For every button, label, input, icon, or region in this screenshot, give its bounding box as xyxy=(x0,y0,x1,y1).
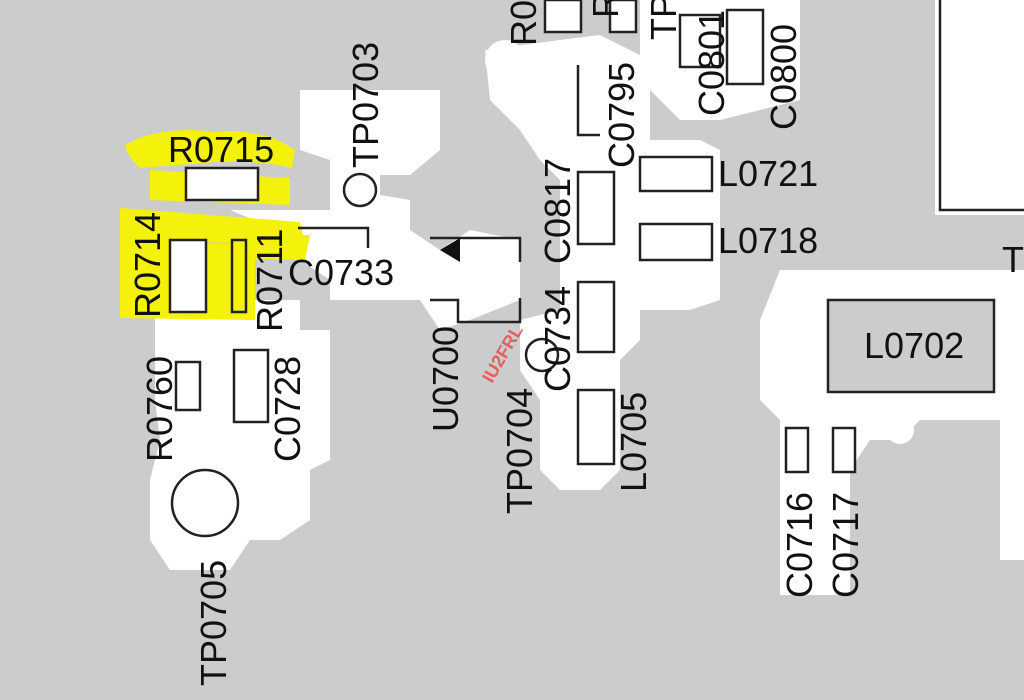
label-l0721: L0721 xyxy=(718,153,818,194)
component-labels: R0715 R0714 R0711 C0733 TP0703 R0760 C07… xyxy=(127,0,1024,686)
l0718-part xyxy=(638,222,714,262)
label-c0734: C0734 xyxy=(537,286,578,392)
r0715-part xyxy=(184,166,260,202)
tp0705-part xyxy=(170,468,240,538)
c0717-part xyxy=(831,426,857,474)
label-l0705: L0705 xyxy=(613,392,654,492)
c0817-part xyxy=(576,170,616,246)
label-c0717: C0717 xyxy=(825,492,866,598)
u0700-pin1-marker xyxy=(440,238,460,262)
label-t-right: T xyxy=(1002,239,1024,280)
label-r0715: R0715 xyxy=(168,129,274,170)
r-top2-part xyxy=(608,0,638,34)
label-c0728: C0728 xyxy=(267,356,308,462)
c0800-part xyxy=(725,8,765,86)
r-top-part xyxy=(543,0,583,34)
label-c0795: C0795 xyxy=(601,62,642,168)
c0716-part xyxy=(784,426,810,474)
tp0704-part xyxy=(524,337,560,373)
tp0703-part xyxy=(342,172,378,208)
label-r0760: R0760 xyxy=(139,356,180,462)
label-l0702: L0702 xyxy=(864,325,964,366)
label-tp-top: TP xyxy=(643,0,684,40)
c0733-part xyxy=(298,226,370,248)
r0714-part xyxy=(168,238,208,314)
label-r0714: R0714 xyxy=(127,212,168,318)
c0734-part xyxy=(576,280,616,354)
l0702-part xyxy=(826,298,996,394)
r0711-part xyxy=(230,238,248,314)
label-c0801: C0801 xyxy=(691,10,732,116)
c0728-part xyxy=(232,348,270,424)
label-tp0705: TP0705 xyxy=(193,560,234,686)
label-tp0704: TP0704 xyxy=(499,388,540,514)
label-c0716: C0716 xyxy=(779,492,820,598)
label-c0817: C0817 xyxy=(537,158,578,264)
c0795-part xyxy=(576,65,600,137)
label-u0700: U0700 xyxy=(425,326,466,432)
l0705-part xyxy=(576,388,616,466)
label-c0733: C0733 xyxy=(288,252,394,293)
r0760-part xyxy=(174,360,202,412)
label-r-top2: R xyxy=(585,0,626,18)
label-r-top: R0 xyxy=(503,0,544,46)
large-part-right xyxy=(938,0,1024,212)
c0801-part xyxy=(678,13,722,69)
label-c0800: C0800 xyxy=(763,24,804,130)
l0721-part xyxy=(638,155,714,193)
components xyxy=(168,0,1024,538)
label-tp0703: TP0703 xyxy=(345,42,386,168)
label-r0711: R0711 xyxy=(249,229,290,332)
label-l0718: L0718 xyxy=(718,220,818,261)
